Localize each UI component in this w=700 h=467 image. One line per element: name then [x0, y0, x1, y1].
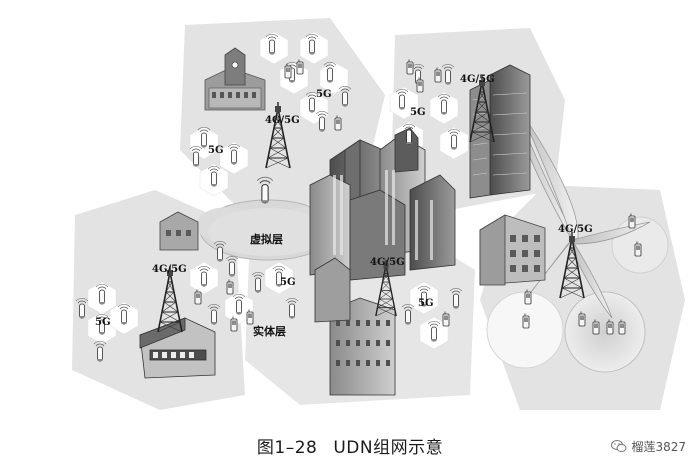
left-houses [159, 211, 199, 251]
label-5g-left-upper: 5G [208, 145, 224, 156]
label-5g-left-lower: 5G [95, 317, 111, 328]
label-4g5g-center: 4G/5G [370, 257, 405, 268]
office-tower [469, 64, 531, 199]
udn-network-diagram: 虚拟层 实体层 4G/5G 4G/5G 4G/5G 4G/5G 4G/5G 5G… [72, 18, 685, 410]
central-skyscraper-cluster [309, 127, 456, 281]
wechat-icon [611, 440, 627, 453]
label-5g-top-left: 5G [316, 89, 332, 100]
virtual-layer-cloud [196, 176, 337, 261]
label-4g5g-right: 4G/5G [558, 224, 593, 235]
diagram-labels: 虚拟层 实体层 4G/5G 4G/5G 4G/5G 4G/5G 4G/5G 5G… [95, 74, 593, 338]
small-coverage-circle-a [564, 291, 646, 373]
virtual-layer-label: 虚拟层 [250, 232, 283, 246]
center-bottom-building [314, 257, 396, 396]
label-5g-center: 5G [280, 277, 296, 288]
physical-layer-label: 实体层 [253, 324, 286, 338]
watermark-text: 榴莲3827 [631, 440, 686, 454]
figure-title: UDN组网示意 [333, 438, 444, 458]
figure-caption: 图1–28 UDN组网示意 [0, 433, 700, 458]
watermark: 榴莲3827 [611, 438, 686, 455]
low-building [139, 317, 216, 379]
apartment-building [479, 214, 546, 286]
label-4g5g-top-right: 4G/5G [460, 74, 495, 85]
figure-number: 图1–28 [256, 438, 318, 458]
label-4g5g-top-left: 4G/5G [265, 115, 300, 126]
label-5g-center-right: 5G [418, 298, 434, 309]
label-4g5g-left: 4G/5G [152, 264, 187, 275]
town-hall-building [204, 47, 266, 111]
label-5g-top-right: 5G [410, 107, 426, 118]
